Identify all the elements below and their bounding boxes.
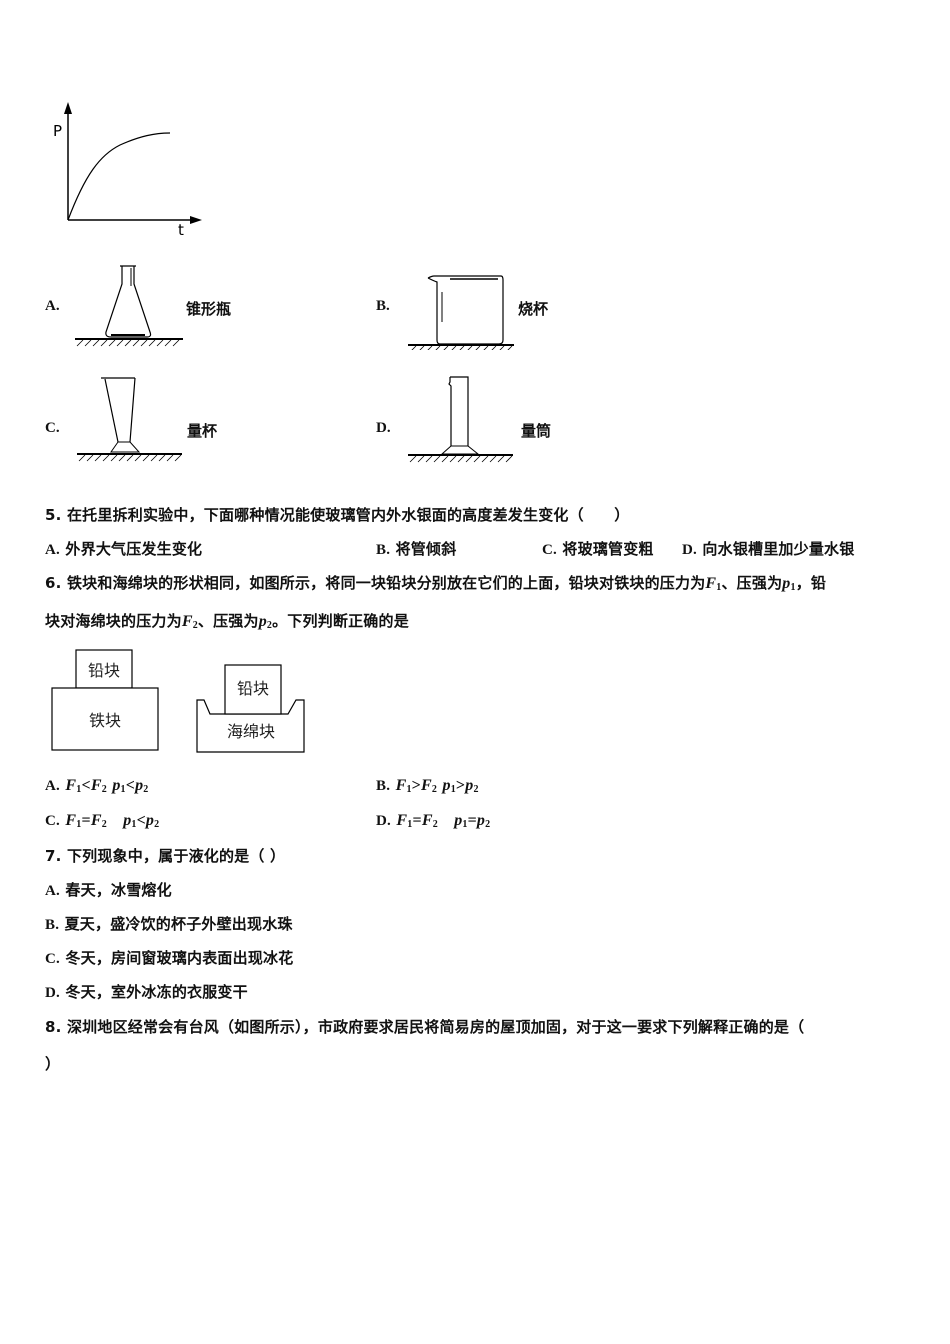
force-symbol: F1	[705, 575, 722, 593]
option-letter: A.	[45, 542, 60, 558]
q6-option-c[interactable]: C. F1=F2 p1<p2	[45, 812, 160, 830]
option-letter: A.	[45, 778, 60, 794]
question-text: 在托里拆利实验中，下面哪种情况能使玻璃管内外水银面的高度差发生变化（ ）	[66, 506, 630, 524]
question-6-stem-line1: 6. 铁块和海绵块的形状相同，如图所示，将同一块铅块分别放在它们的上面，铅块对铁…	[45, 572, 826, 593]
option-letter: C.	[45, 420, 60, 436]
question-text: ）	[45, 1055, 61, 1073]
question-7-stem: 7. 下列现象中，属于液化的是（ ）	[45, 845, 285, 866]
question-number: 7.	[45, 847, 62, 865]
question-number: 5.	[45, 506, 62, 524]
option-letter: D.	[376, 813, 391, 829]
option-text: 将玻璃管变粗	[562, 540, 654, 558]
q6-option-d[interactable]: D. F1=F2 p1=p2	[376, 812, 491, 830]
question-text: 块对海绵块的压力为	[45, 612, 182, 630]
option-a-flask[interactable]: A. 锥形瓶	[45, 262, 345, 352]
option-text: 将管倾斜	[395, 540, 457, 558]
question-text: 深圳地区经常会有台风（如图所示），市政府要求居民将简易房的屋顶加固，对于这一要求…	[66, 1018, 805, 1036]
option-letter: C.	[45, 813, 60, 829]
option-c-measuring-cup[interactable]: C. 量杯	[45, 374, 345, 469]
question-text: 、压强为	[197, 612, 259, 630]
q5-option-d[interactable]: D. 向水银槽里加少量水银	[682, 538, 854, 559]
question-number: 8.	[45, 1018, 62, 1036]
svg-text:铅块: 铅块	[88, 661, 120, 680]
question-5-stem: 5. 在托里拆利实验中，下面哪种情况能使玻璃管内外水银面的高度差发生变化（ ）	[45, 504, 629, 525]
option-label: 量杯	[187, 422, 218, 440]
iron-block-diagram: 铅块 铁块	[51, 649, 159, 751]
option-d-graduated-cylinder[interactable]: D. 量筒	[376, 374, 676, 469]
q7-option-c[interactable]: C. 冬天，房间窗玻璃内表面出现冰花	[45, 947, 293, 968]
force-symbol: F2	[181, 613, 198, 631]
pressure-symbol: p2	[258, 613, 273, 631]
option-text: 外界大气压发生变化	[65, 540, 203, 558]
q5-option-a[interactable]: A. 外界大气压发生变化	[45, 538, 202, 559]
option-letter: B.	[376, 778, 391, 794]
erlenmeyer-flask-icon	[75, 265, 183, 347]
question-text: 。下列判断正确的是	[272, 612, 409, 630]
question-text: 铁块和海绵块的形状相同，如图所示，将同一块铅块分别放在它们的上面，铅块对铁块的压…	[66, 574, 706, 592]
graduated-cylinder-icon	[408, 376, 513, 463]
option-letter: B.	[376, 298, 390, 314]
pressure-time-graph: P t	[53, 102, 202, 239]
measuring-cup-icon	[77, 377, 182, 462]
option-letter: C.	[542, 542, 557, 558]
option-b-beaker[interactable]: B. 烧杯	[376, 262, 676, 352]
svg-text:海绵块: 海绵块	[227, 722, 275, 741]
option-text: 夏天，盛冷饮的杯子外壁出现水珠	[64, 915, 293, 933]
option-letter: A.	[45, 298, 60, 314]
option-text: 冬天，室外冰冻的衣服变干	[65, 983, 248, 1001]
beaker-icon	[408, 275, 514, 350]
y-axis-label: P	[53, 122, 62, 140]
option-text: 向水银槽里加少量水银	[702, 540, 855, 558]
option-letter: B.	[376, 542, 391, 558]
option-letter: D.	[376, 420, 391, 436]
option-text: 春天，冰雪熔化	[65, 881, 172, 899]
option-label: 锥形瓶	[186, 300, 232, 318]
option-letter: B.	[45, 917, 60, 933]
svg-text:铁块: 铁块	[89, 711, 121, 730]
question-6-stem-line2: 块对海绵块的压力为F2、压强为p2。下列判断正确的是	[45, 610, 409, 631]
question-text: ，铅	[795, 574, 827, 592]
svg-text:铅块: 铅块	[237, 679, 269, 698]
q7-option-a[interactable]: A. 春天，冰雪熔化	[45, 879, 172, 900]
option-label: 烧杯	[518, 300, 549, 318]
option-text: 冬天，房间窗玻璃内表面出现冰花	[65, 949, 294, 967]
q7-option-d[interactable]: D. 冬天，室外冰冻的衣服变干	[45, 981, 248, 1002]
question-text: 、压强为	[721, 574, 783, 592]
blocks-figure: 铅块 铁块 铅块 海绵块	[51, 649, 305, 753]
q5-option-c[interactable]: C. 将玻璃管变粗	[542, 538, 654, 559]
x-axis-label: t	[178, 221, 184, 239]
q6-option-b[interactable]: B. F1>F2 p1>p2	[376, 777, 479, 795]
q5-option-b[interactable]: B. 将管倾斜	[376, 538, 456, 559]
question-8-stem-line1: 8. 深圳地区经常会有台风（如图所示），市政府要求居民将简易房的屋顶加固，对于这…	[45, 1016, 804, 1037]
sponge-block-diagram: 铅块 海绵块	[196, 664, 305, 753]
option-letter: A.	[45, 883, 60, 899]
question-number: 6.	[45, 574, 62, 592]
option-letter: D.	[45, 985, 60, 1001]
option-letter: C.	[45, 951, 60, 967]
option-letter: D.	[682, 542, 697, 558]
option-label: 量筒	[521, 422, 552, 440]
q6-option-a[interactable]: A. F1<F2 p1<p2	[45, 777, 149, 795]
question-text: 下列现象中，属于液化的是（ ）	[66, 847, 286, 865]
q7-option-b[interactable]: B. 夏天，盛冷饮的杯子外壁出现水珠	[45, 913, 293, 934]
question-8-stem-line2: ）	[45, 1053, 60, 1074]
pressure-symbol: p1	[782, 575, 796, 593]
